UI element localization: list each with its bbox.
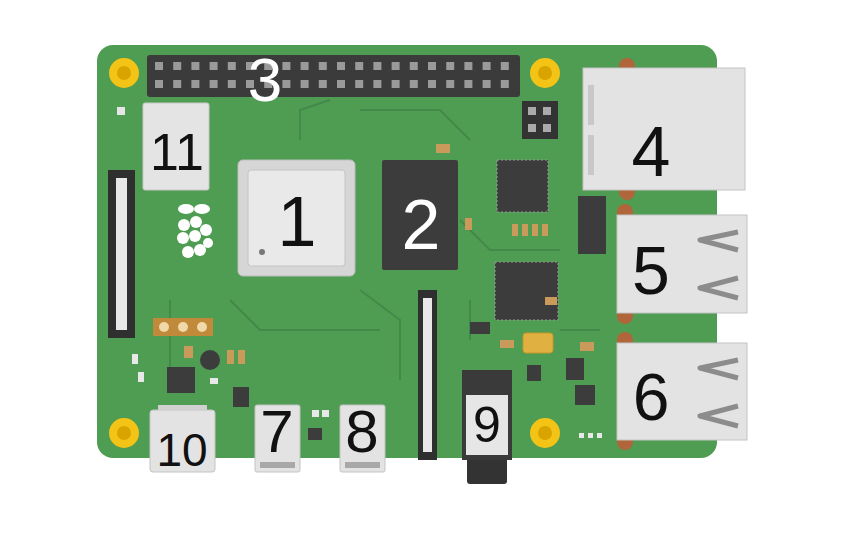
callout-number: 9: [473, 400, 501, 450]
callout-number: 5: [632, 236, 670, 304]
callout-number: 1: [278, 187, 317, 257]
callout-number: 10: [156, 427, 207, 473]
callout-number: 6: [633, 364, 670, 430]
callout-number: 7: [260, 402, 293, 462]
callout-number: 11: [150, 126, 204, 178]
callout-number: 3: [248, 49, 282, 111]
callout-number: 4: [632, 117, 671, 187]
callout-number: 8: [345, 402, 378, 462]
callout-number: 2: [402, 190, 441, 260]
